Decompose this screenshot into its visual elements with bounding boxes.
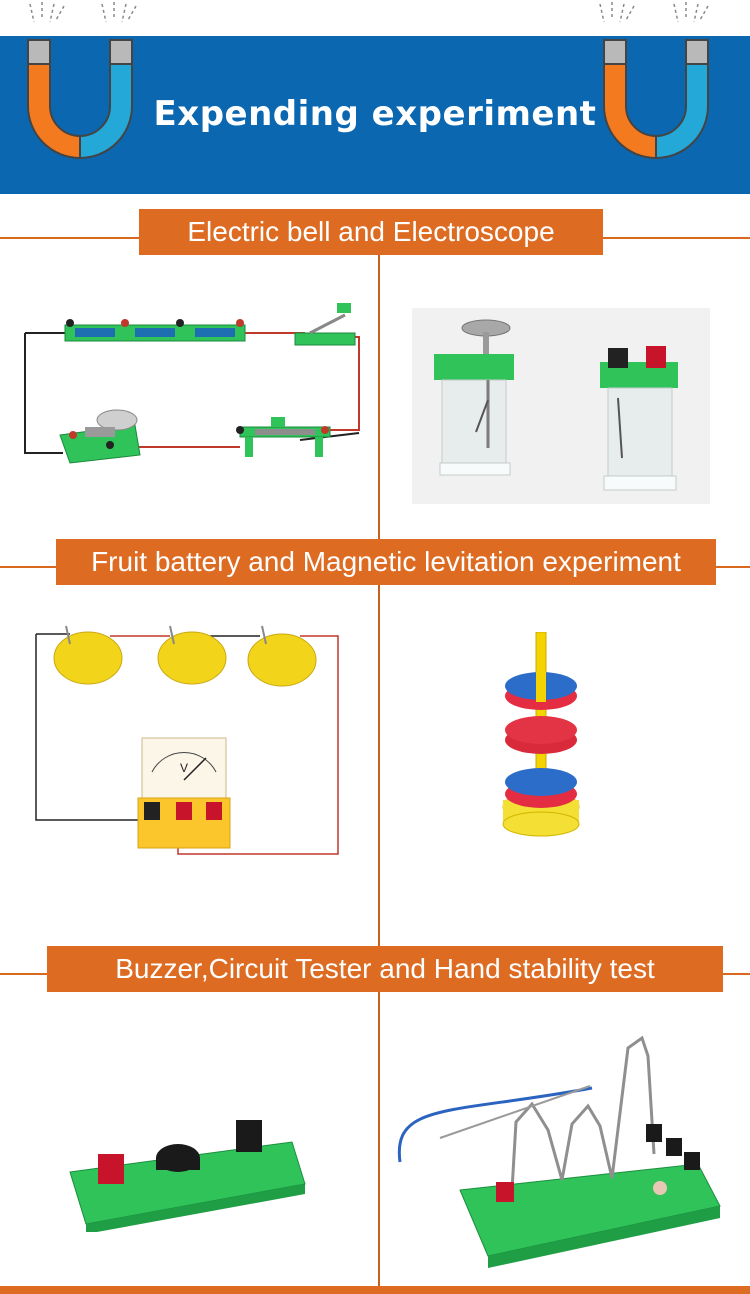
electroscopes-image — [412, 308, 710, 504]
voltmeter-unit-label: V — [180, 761, 188, 775]
hand-stability-tester-image — [397, 1035, 721, 1268]
page-title: Expending experiment — [153, 94, 597, 134]
section-banner-2: Fruit battery and Magnetic levitation ex… — [56, 539, 716, 585]
magnet-icon-left — [27, 39, 133, 160]
section-banner-3: Buzzer,Circuit Tester and Hand stability… — [47, 946, 723, 992]
fruit-battery-voltmeter-image: V — [35, 625, 339, 855]
section-banner-1: Electric bell and Electroscope — [139, 209, 603, 255]
bottom-accent-bar — [0, 1286, 750, 1294]
magnetic-levitation-tower-image — [502, 632, 580, 837]
magnet-icon-right — [603, 39, 709, 160]
spark-lines-right — [599, 2, 709, 23]
buzzer-board-image — [69, 1120, 306, 1232]
divider-vertical-3 — [378, 992, 380, 1286]
spark-lines-left — [29, 2, 137, 23]
divider-vertical-1 — [378, 255, 380, 541]
divider-vertical-2 — [378, 584, 380, 946]
electric-bell-circuit-image — [24, 303, 360, 464]
